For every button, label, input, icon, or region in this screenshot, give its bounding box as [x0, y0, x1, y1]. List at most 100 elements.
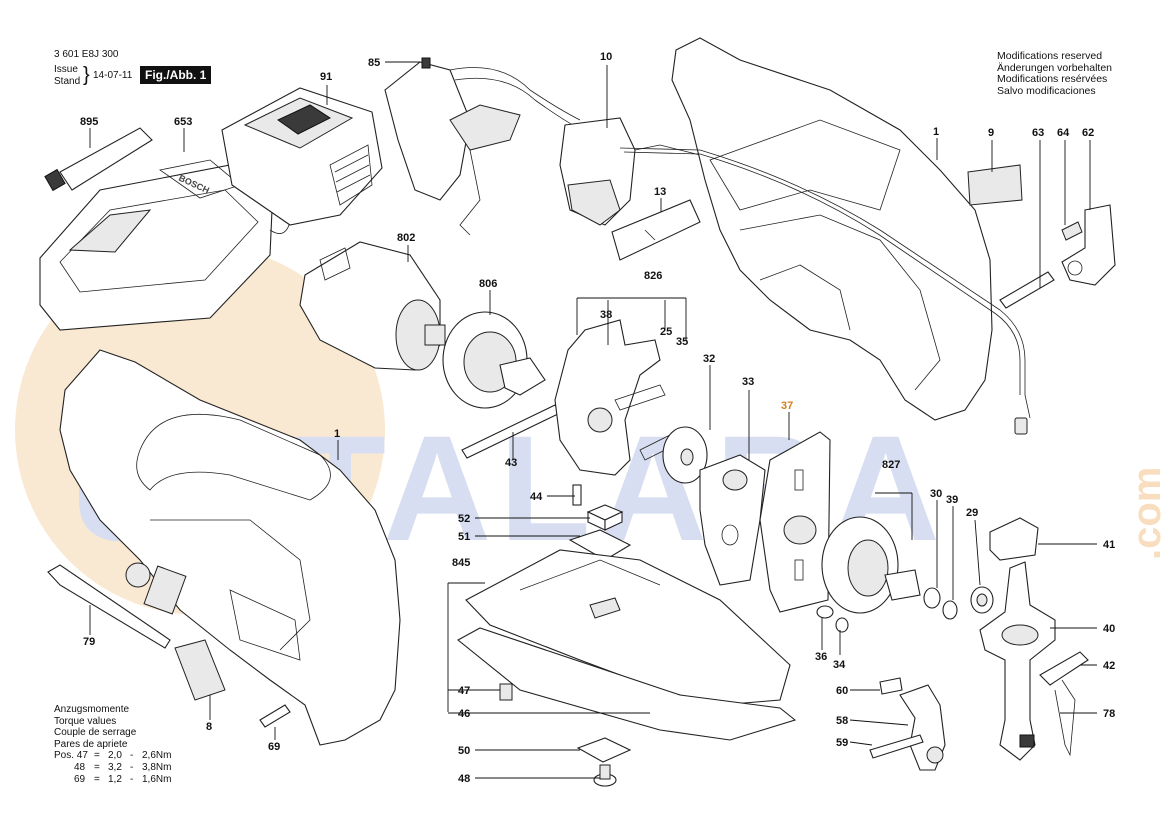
lower-housing-lock-button: [125, 562, 151, 588]
part-label: 13: [654, 186, 666, 198]
part-label: 60: [836, 685, 848, 697]
hex-key-body: [47, 564, 171, 649]
plate-body: [699, 454, 766, 586]
part-label: 78: [1103, 708, 1115, 720]
part-label: 35: [676, 336, 688, 348]
part-label: 44: [530, 491, 543, 503]
plate-33: [699, 454, 766, 586]
part-label: 30: [930, 488, 942, 500]
part-label: 62: [1082, 127, 1094, 139]
part-label: 39: [946, 494, 958, 506]
housing-outline: [671, 37, 993, 421]
clip-34: [835, 617, 849, 633]
battery-contacts: [277, 104, 332, 135]
pin-body: [999, 271, 1055, 309]
housing-half-1-lower: [59, 349, 401, 746]
part-label: 50: [458, 745, 470, 757]
part-label: 63: [1032, 127, 1044, 139]
gear-pinion: [884, 569, 921, 601]
part-number: 3 601 E8J 300: [54, 49, 119, 60]
stand-label: Stand: [54, 76, 81, 87]
blade-clamp: [1019, 734, 1035, 748]
clip-42: [1039, 651, 1089, 686]
part-label: 29: [966, 507, 978, 519]
plunger-40: [979, 561, 1056, 761]
clamp-body: [576, 737, 632, 763]
switch-lead: [459, 149, 481, 236]
part-label: 8: [206, 721, 212, 733]
adjuster-body: [568, 529, 632, 561]
ring-30: [923, 587, 941, 609]
charger-top-face: [59, 189, 259, 293]
frame-pin: [614, 384, 666, 411]
plate-37: [759, 431, 831, 613]
slider-13: [611, 199, 701, 261]
label-plate: [967, 164, 1023, 206]
lower-housing-handle-grip: [136, 413, 331, 501]
gear-inner: [847, 539, 889, 597]
grease-tube-895: [44, 127, 153, 192]
clip-small: [835, 617, 849, 633]
part-label: 826: [644, 270, 662, 282]
part-label: 64: [1057, 127, 1070, 139]
housing-inner-rib: [739, 214, 941, 391]
torque-heading: Couple de serrage: [54, 727, 137, 739]
wire-bundle-2: [454, 77, 579, 129]
lever-58: [899, 684, 946, 771]
brace: }: [83, 64, 90, 86]
part-label: 1: [933, 126, 939, 138]
torque-row: 48 = 3,2 - 3,8Nm: [74, 761, 172, 773]
washer-small: [816, 605, 834, 619]
part-label: 58: [836, 715, 848, 727]
part-label: 85: [368, 57, 380, 69]
part-label: 653: [174, 116, 192, 128]
part-label: 36: [815, 651, 827, 663]
motor-802: [299, 241, 446, 371]
torque-row: 69 = 1,2 - 1,6Nm: [74, 773, 172, 785]
bevel-gear-806: [442, 311, 546, 409]
part-label: 51: [458, 531, 470, 543]
screw-48: [593, 764, 617, 787]
frame-bearing: [587, 407, 613, 433]
pin-63: [999, 271, 1055, 309]
part-label: 34: [833, 659, 846, 671]
issue-date: 14-07-11: [93, 70, 133, 81]
spring-wire: [1054, 679, 1076, 757]
part-label: 40: [1103, 623, 1115, 635]
part-label: 1: [334, 428, 340, 440]
base-plate-slot: [589, 597, 621, 619]
charger-653: BOSCH: [39, 159, 291, 331]
leader-lines: [89, 61, 1097, 779]
part-label: 43: [505, 457, 517, 469]
screw-69: [259, 704, 291, 728]
switch-10: [559, 117, 721, 226]
gear-shaft: [499, 357, 546, 396]
part-label: 38: [600, 309, 612, 321]
part-label: 79: [83, 636, 95, 648]
nut-52: [586, 504, 624, 531]
led: [1014, 417, 1028, 435]
lower-housing-outline: [59, 349, 401, 746]
part-label: 59: [836, 737, 848, 749]
base-plate-top: [465, 549, 791, 706]
screw-body: [499, 683, 513, 701]
figure-label: Fig./Abb. 1: [140, 66, 212, 84]
part-label: 33: [742, 376, 754, 388]
modification-line: Modifications resérvées: [997, 73, 1108, 85]
part-label: 895: [80, 116, 98, 128]
modification-line: Salvo modificaciones: [997, 84, 1096, 97]
torque-values: Anzugsmomente Torque values Couple de se…: [54, 704, 172, 785]
label-plate: [174, 639, 226, 701]
torque-heading: Anzugsmomente: [54, 704, 130, 715]
pin-59: [869, 734, 924, 759]
modification-line: Modifications reserved: [997, 50, 1103, 62]
part-label: 9: [988, 127, 994, 139]
gear-827: [821, 516, 921, 614]
clip-outer: [942, 600, 958, 620]
block-body: [989, 517, 1039, 561]
housing-handle-opening: [709, 119, 901, 211]
part-label: 32: [703, 353, 715, 365]
base-plate-shoe: [457, 627, 797, 741]
label-9: [967, 164, 1023, 206]
